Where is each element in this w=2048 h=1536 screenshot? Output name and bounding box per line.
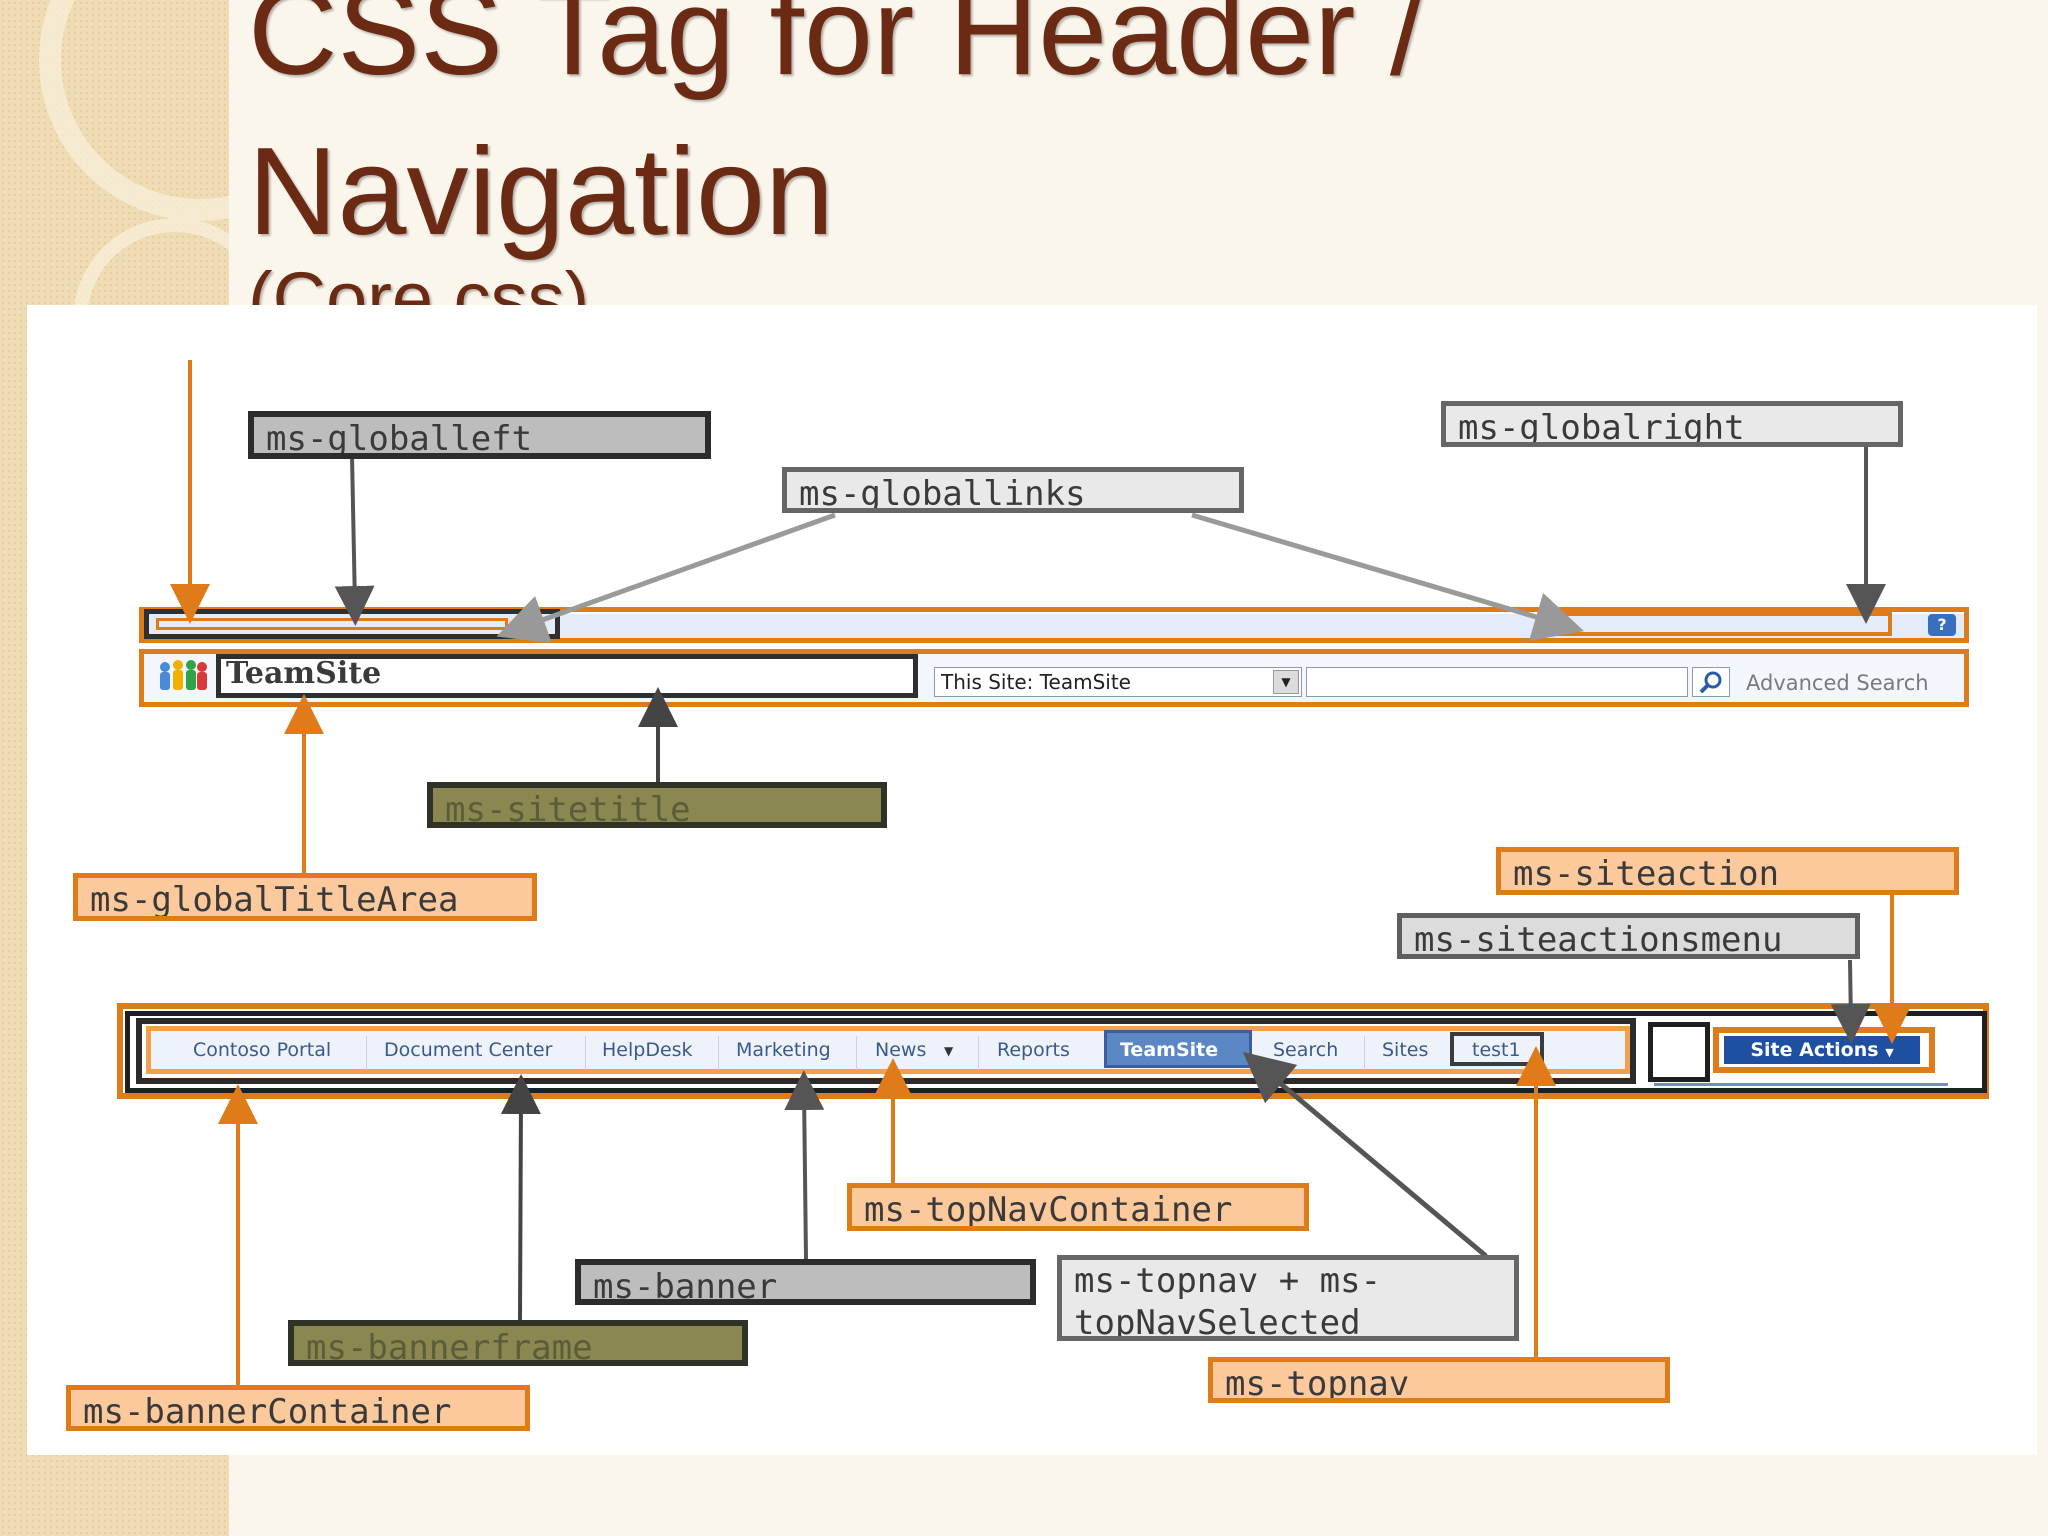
nav-item-helpdesk[interactable]: HelpDesk bbox=[602, 1039, 693, 1061]
nav-item-teamsite-selected[interactable]: TeamSite bbox=[1120, 1039, 1219, 1061]
nav-separator bbox=[585, 1036, 586, 1070]
label-ms-siteaction: ms-siteaction bbox=[1496, 847, 1959, 895]
slide-title-line2: Navigation bbox=[248, 123, 834, 261]
label-ms-globalleft: ms-globalleft bbox=[248, 411, 711, 459]
dropdown-arrow-icon[interactable]: ▼ bbox=[1273, 670, 1299, 694]
nav-separator bbox=[856, 1036, 857, 1070]
nav-item-test1[interactable]: test1 bbox=[1472, 1039, 1521, 1061]
nav-selected-tab-bg bbox=[1104, 1030, 1252, 1068]
nav-separator bbox=[366, 1036, 367, 1070]
site-actions-underline bbox=[1654, 1083, 1948, 1086]
nav-item-search[interactable]: Search bbox=[1273, 1039, 1339, 1061]
label-ms-topnav: ms-topnav bbox=[1208, 1357, 1670, 1403]
site-action-gap-box bbox=[1648, 1022, 1710, 1082]
label-ms-banner: ms-banner bbox=[575, 1259, 1036, 1305]
global-right-outline bbox=[1546, 612, 1892, 636]
nav-item-news[interactable]: News bbox=[875, 1039, 927, 1061]
nav-separator bbox=[1364, 1036, 1365, 1070]
nav-separator bbox=[978, 1036, 979, 1070]
search-icon[interactable] bbox=[1692, 667, 1730, 697]
label-ms-globalright: ms-globalright bbox=[1441, 401, 1903, 447]
nav-item-reports[interactable]: Reports bbox=[997, 1039, 1070, 1061]
label-ms-topnav-selected: ms-topnav + ms-topNavSelected bbox=[1057, 1255, 1519, 1341]
nav-item-marketing[interactable]: Marketing bbox=[736, 1039, 831, 1061]
search-scope-select[interactable]: This Site: TeamSite ▼ bbox=[934, 667, 1302, 697]
site-actions-button[interactable]: Site Actions ▼ bbox=[1724, 1036, 1920, 1064]
site-actions-outline bbox=[1713, 1027, 1935, 1073]
search-input[interactable] bbox=[1306, 667, 1688, 697]
nav-item-document-center[interactable]: Document Center bbox=[384, 1039, 553, 1061]
slide-title: CSS Tag for Header / bbox=[248, 0, 1425, 101]
chevron-down-icon[interactable]: ▼ bbox=[944, 1044, 954, 1058]
site-title[interactable]: TeamSite bbox=[226, 656, 382, 691]
advanced-search-link[interactable]: Advanced Search bbox=[1746, 671, 1929, 695]
label-ms-globaltitlearea: ms-globalTitleArea bbox=[73, 873, 537, 921]
label-ms-siteactionsmenu: ms-siteactionsmenu bbox=[1397, 913, 1860, 959]
label-ms-sitetitle: ms-sitetitle bbox=[427, 782, 887, 828]
label-ms-topnavcontainer: ms-topNavContainer bbox=[847, 1183, 1309, 1231]
chevron-down-icon: ▼ bbox=[1885, 1046, 1894, 1059]
search-scope-value: This Site: TeamSite bbox=[941, 670, 1131, 694]
nav-item-contoso-portal[interactable]: Contoso Portal bbox=[193, 1039, 332, 1061]
people-logo-icon bbox=[156, 657, 208, 695]
global-left-inner-outline bbox=[156, 618, 508, 630]
banner-frame-outline bbox=[125, 1011, 1987, 1093]
site-actions-label: Site Actions bbox=[1750, 1039, 1879, 1061]
label-ms-globallinks: ms-globallinks bbox=[782, 467, 1244, 513]
nav-item-sites[interactable]: Sites bbox=[1382, 1039, 1429, 1061]
label-ms-bannerframe: ms-bannerframe bbox=[288, 1320, 748, 1366]
label-ms-bannercontainer: ms-bannerContainer bbox=[66, 1385, 530, 1431]
site-title-box bbox=[216, 654, 918, 698]
help-icon[interactable]: ? bbox=[1928, 614, 1956, 636]
global-bar-outline bbox=[139, 607, 1969, 643]
nav-separator bbox=[718, 1036, 719, 1070]
